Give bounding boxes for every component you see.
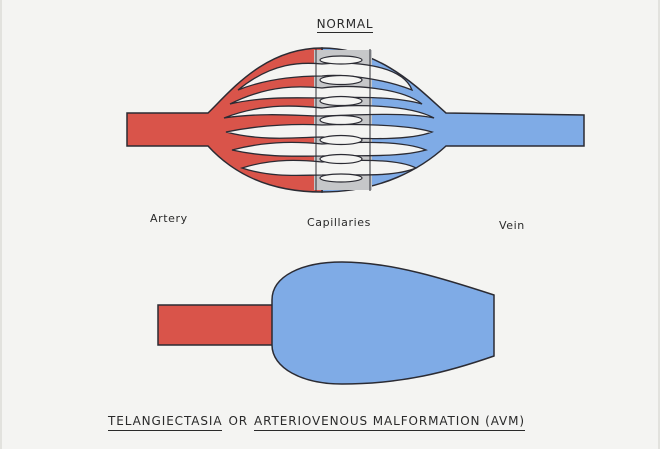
avm-illustration — [158, 262, 494, 384]
capillary-loop-2 — [320, 76, 362, 85]
capillary-loop-7 — [320, 174, 362, 182]
capillary-loop-4 — [320, 116, 362, 125]
normal-network — [127, 48, 584, 192]
caption-connector: OR — [228, 414, 248, 428]
capillary-loop-1 — [320, 56, 362, 64]
capillary-loop-6 — [320, 155, 362, 164]
avm-caption: TELANGIECTASIA OR ARTERIOVENOUS MALFORMATI… — [108, 414, 525, 431]
caption-avm: ARTERIOVENOUS MALFORMATION (AVM) — [254, 414, 525, 431]
capillaries-label: Capillaries — [307, 216, 371, 229]
caption-telangiectasia: TELANGIECTASIA — [108, 414, 222, 431]
gap-5 — [232, 142, 426, 156]
capillary-loop-5 — [320, 136, 362, 145]
avm-artery — [158, 305, 278, 345]
artery-label: Artery — [150, 212, 188, 225]
avm-venous-mass — [272, 262, 494, 384]
capillary-loop-3 — [320, 97, 362, 106]
vein-label: Vein — [499, 219, 525, 232]
